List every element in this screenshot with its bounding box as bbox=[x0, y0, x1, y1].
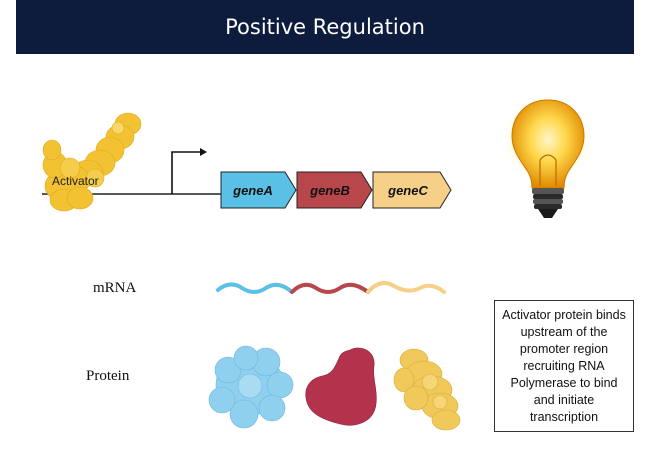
protein-b-icon bbox=[305, 347, 377, 426]
activator-protein-icon bbox=[42, 112, 142, 212]
explanation-note: Activator protein binds upstream of the … bbox=[494, 300, 634, 432]
protein-label: Protein bbox=[86, 368, 130, 384]
explanation-text: Activator protein binds upstream of the … bbox=[502, 307, 626, 424]
gene-c: geneC bbox=[372, 171, 452, 209]
promoter-arrow-icon bbox=[171, 148, 207, 194]
protein-c-icon bbox=[393, 348, 461, 431]
gene-a: geneA bbox=[220, 171, 297, 209]
gene-a-label: geneA bbox=[232, 183, 273, 198]
protein-a-icon bbox=[208, 345, 294, 429]
mrna-strand bbox=[216, 281, 446, 294]
page-title: Positive Regulation bbox=[16, 0, 634, 54]
light-bulb-icon bbox=[504, 96, 592, 218]
activator-label: Activator bbox=[52, 174, 99, 188]
mrna-label: mRNA bbox=[93, 280, 137, 296]
gene-b-label: geneB bbox=[309, 183, 350, 198]
gene-b: geneB bbox=[296, 171, 373, 209]
gene-c-label: geneC bbox=[387, 183, 428, 198]
